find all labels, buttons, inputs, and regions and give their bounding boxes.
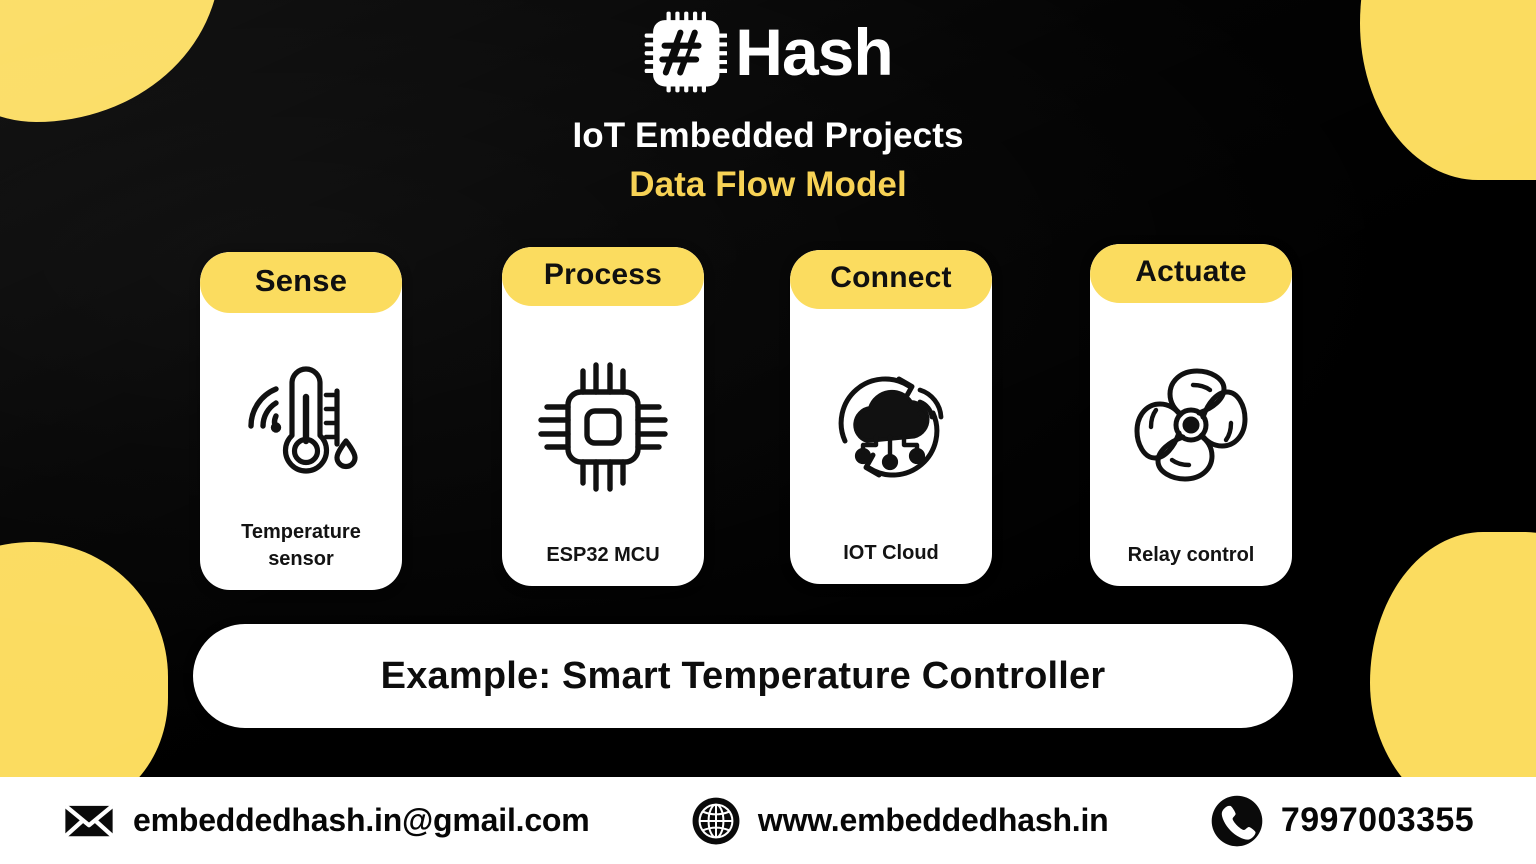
contact-email-text: embeddedhash.in@gmail.com (133, 802, 590, 838)
page-title: IoT Embedded Projects (572, 116, 964, 155)
fan-blades-icon (1090, 303, 1292, 542)
page-subtitle: Data Flow Model (629, 165, 907, 204)
card-stage-title: Sense (200, 252, 402, 313)
card-stage-title: Actuate (1090, 244, 1292, 303)
flow-card-connect[interactable]: Connect (790, 250, 992, 584)
contact-footer: embeddedhash.in@gmail.com www.embeddedha (0, 777, 1536, 864)
card-description: ESP32 MCU (546, 543, 660, 566)
flow-card-actuate[interactable]: Actuate (1090, 244, 1292, 586)
microchip-icon (502, 306, 704, 542)
chip-hash-logo-icon (643, 10, 728, 94)
flow-cards: Sense (0, 236, 1536, 606)
flow-card-process[interactable]: Process ESP32 MCU (502, 247, 704, 586)
thermometer-wifi-icon (200, 313, 402, 519)
contact-website[interactable]: www.embeddedhash.in (691, 796, 1109, 846)
brand-name: Hash (735, 15, 893, 89)
contact-email[interactable]: embeddedhash.in@gmail.com (62, 794, 590, 848)
brand-header: Hash (0, 0, 1536, 96)
contact-phone-text: 7997003355 (1280, 801, 1474, 839)
card-description: Relay control (1127, 543, 1255, 566)
example-text: Example: Smart Temperature Controller (380, 654, 1106, 697)
flow-card-sense[interactable]: Sense (200, 252, 402, 590)
example-banner[interactable]: Example: Smart Temperature Controller (193, 624, 1293, 728)
envelope-icon (62, 794, 116, 848)
card-stage-title: Connect (790, 250, 992, 309)
card-stage-title: Process (502, 247, 704, 306)
globe-icon (691, 796, 741, 846)
contact-website-text: www.embeddedhash.in (757, 802, 1109, 838)
phone-icon (1210, 794, 1264, 848)
cloud-sync-wifi-icon (790, 309, 992, 540)
card-description: IOT Cloud (843, 541, 939, 564)
contact-phone[interactable]: 7997003355 (1210, 794, 1474, 848)
